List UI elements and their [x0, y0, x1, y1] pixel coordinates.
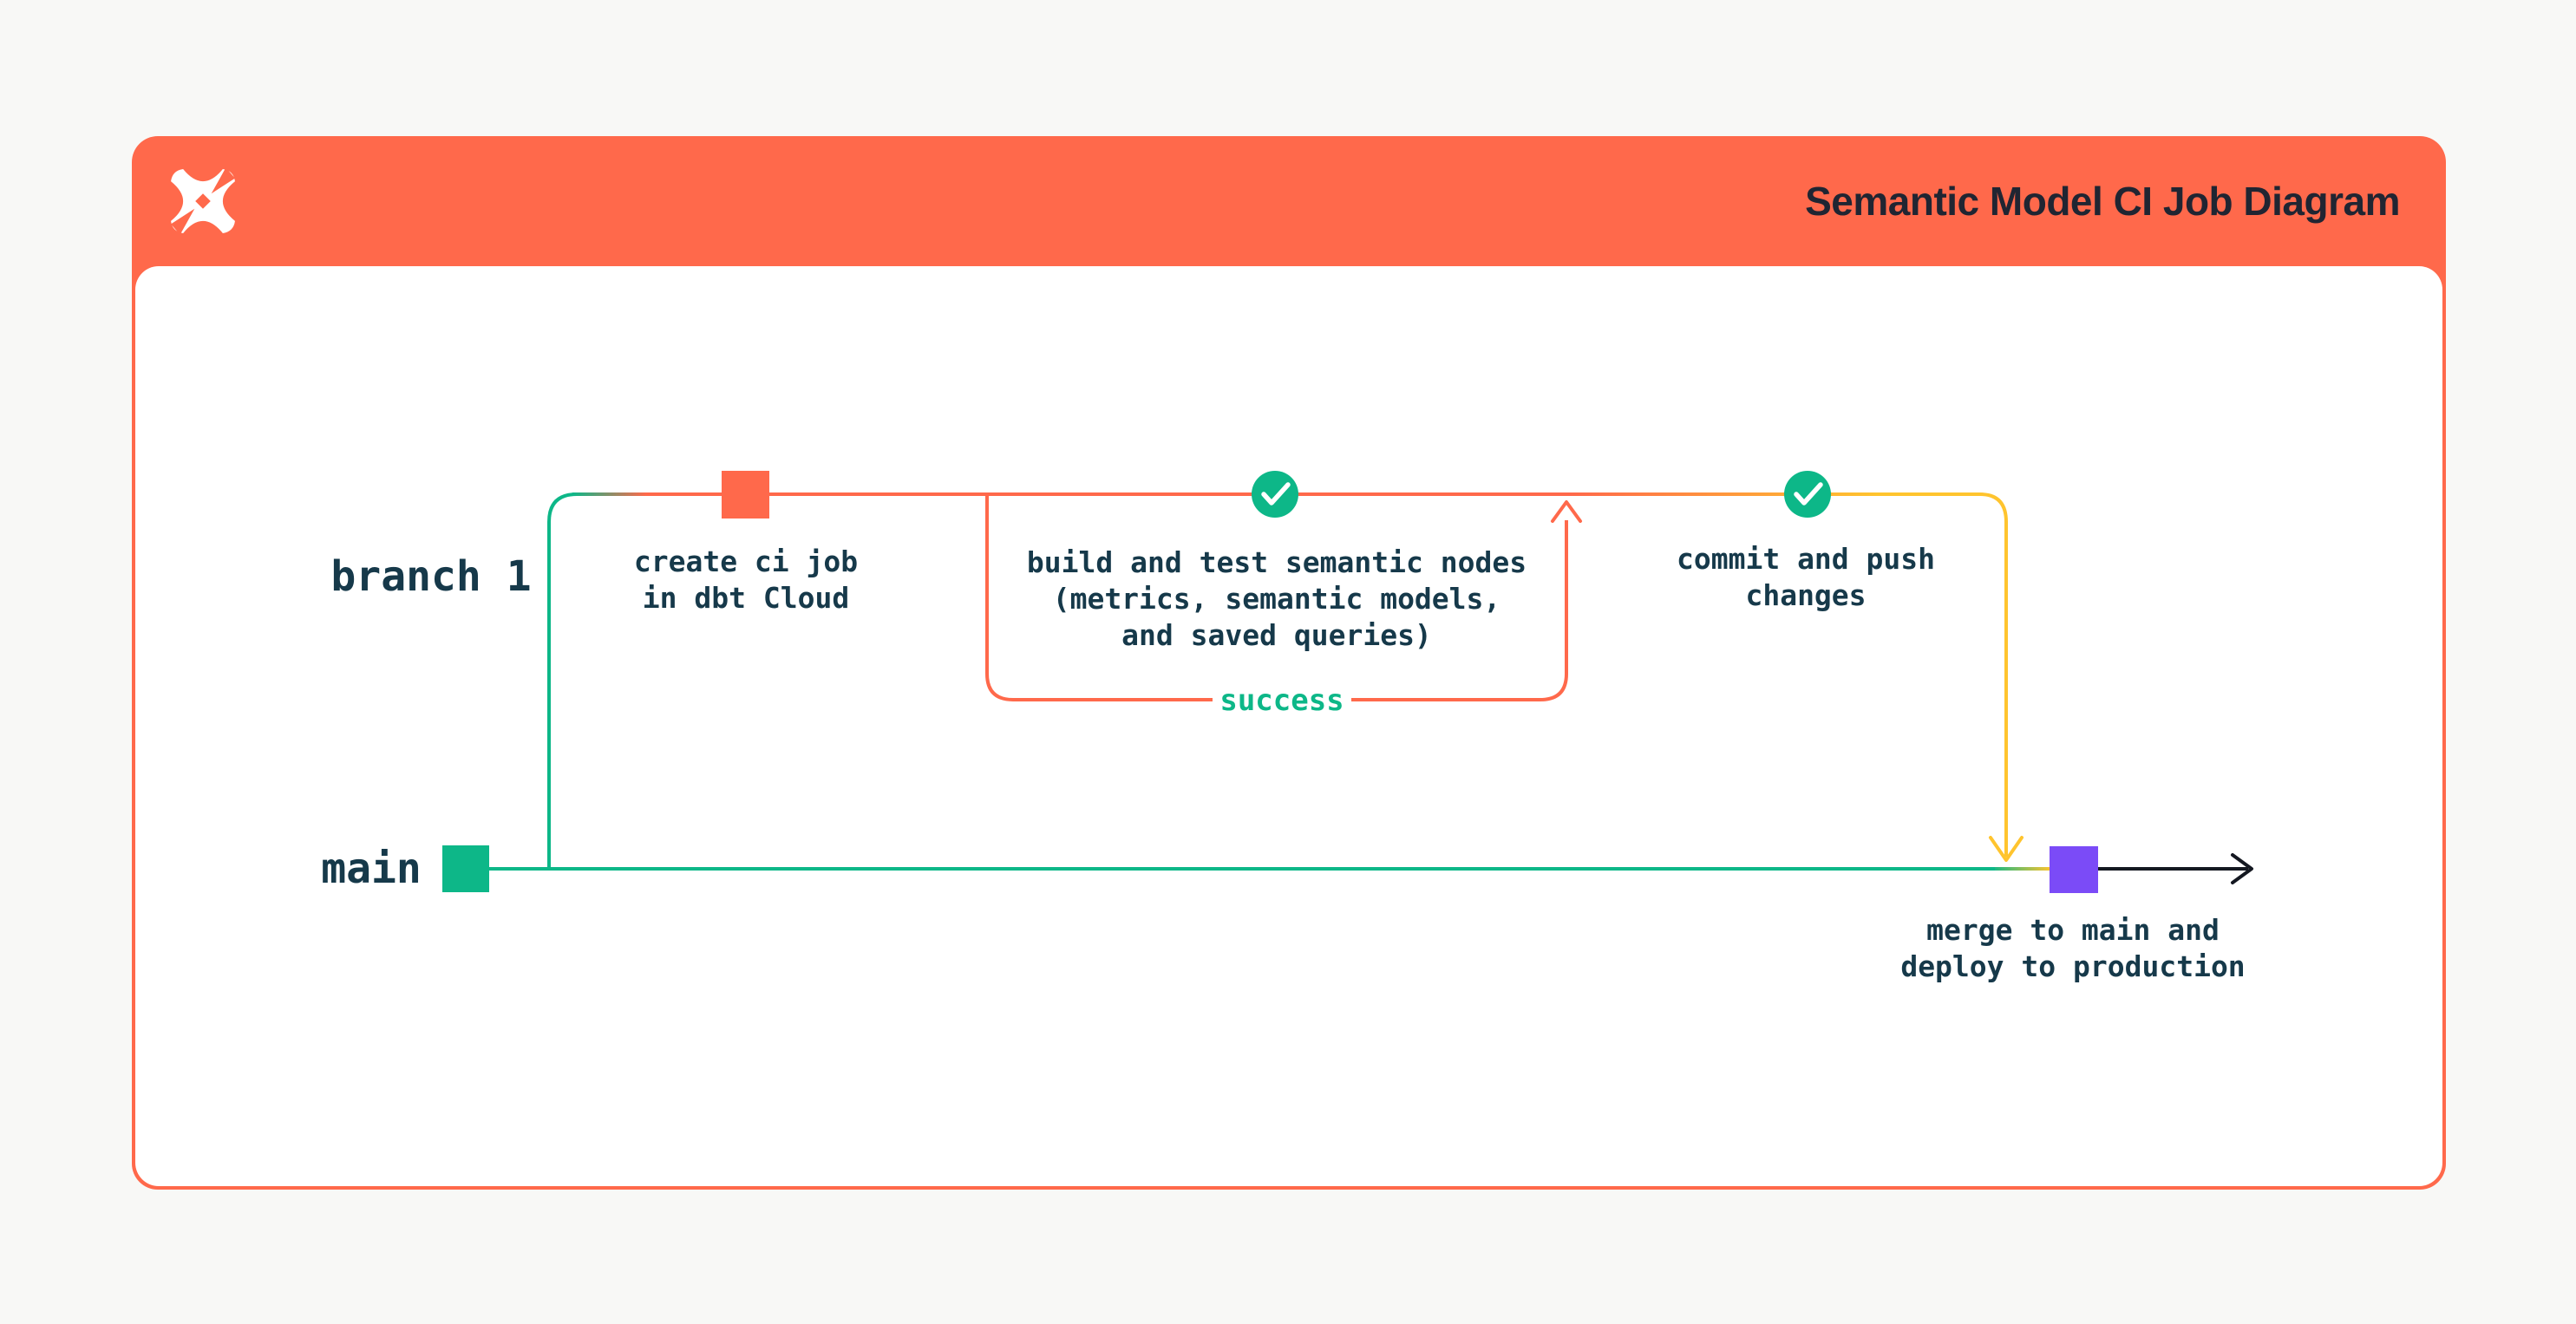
dbt-logo-icon: [171, 167, 235, 235]
diagram-canvas: [135, 266, 2442, 1186]
success-loop-left: [985, 496, 1213, 701]
success-loop-right: [1351, 520, 1568, 701]
commit-push-check-circle: [1784, 471, 1831, 518]
main-start-commit-square: [442, 845, 489, 892]
build-test-label: build and test semantic nodes (metrics, …: [1026, 545, 1527, 652]
branch1-fork-line: [547, 492, 583, 869]
create-ci-job-label: create ci job in dbt Cloud: [633, 545, 859, 615]
check-icon: [1794, 482, 1823, 505]
dbt-logo-notch-ne: [211, 167, 235, 194]
success-annotation: success: [1219, 683, 1344, 718]
check-icon: [1261, 482, 1291, 505]
merge-down-arrowhead-icon: [1989, 836, 2024, 862]
success-up-arrowhead-icon: [1551, 500, 1582, 523]
branch1-label: branch 1: [330, 552, 532, 601]
main-branch-label: main: [321, 845, 422, 893]
merge-commit-square: [2050, 846, 2098, 893]
create-ci-job-commit-square: [722, 471, 769, 519]
deploy-arrowhead-icon: [2231, 853, 2253, 884]
merge-deploy-label: merge to main and deploy to production: [1900, 913, 2246, 983]
page-title: Semantic Model CI Job Diagram: [1805, 179, 2400, 224]
diagram-card: Semantic Model CI Job Diagram: [132, 136, 2446, 1190]
branch1-yellow-merge-line: [1878, 492, 2008, 857]
commit-push-label: commit and push changes: [1676, 542, 1936, 612]
dbt-logo-notch-sw: [171, 208, 195, 235]
build-test-check-circle: [1252, 471, 1298, 518]
